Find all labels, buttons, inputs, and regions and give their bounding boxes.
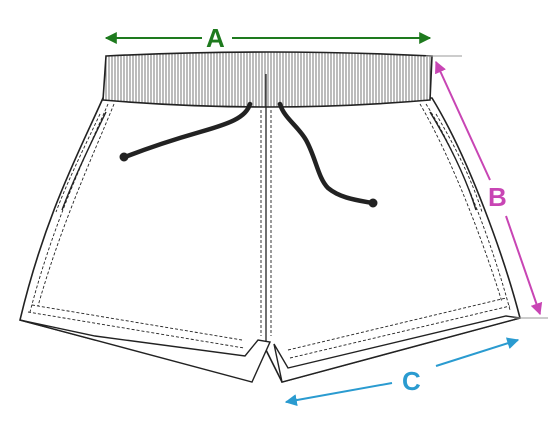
left-hem-stitch-2 xyxy=(31,304,243,341)
right-pocket-stitch xyxy=(435,113,483,213)
right-pocket xyxy=(429,111,477,211)
right-side-stitch-2 xyxy=(419,103,503,303)
shorts-icon xyxy=(19,51,521,383)
measurement-c: C xyxy=(284,337,520,407)
measurement-c-arrow-left xyxy=(284,382,393,407)
measurement-b-arrow-top xyxy=(435,60,491,181)
left-hem-stitch xyxy=(27,311,245,349)
right-hem-stitch-2 xyxy=(287,297,507,351)
measurement-b-arrow-bottom xyxy=(505,215,543,316)
left-pocket xyxy=(61,111,107,211)
drawstring-left xyxy=(122,101,253,160)
measurement-c-label: C xyxy=(402,366,421,396)
left-hem xyxy=(19,319,272,383)
measurement-a: A xyxy=(104,23,432,53)
left-pocket-stitch xyxy=(55,113,101,213)
drawstring-right xyxy=(277,101,375,206)
left-side-stitch-2 xyxy=(37,103,115,307)
drawstring-right-tip xyxy=(368,198,378,208)
measurement-b-label: B xyxy=(488,182,507,212)
drawstring-left-tip xyxy=(119,152,129,162)
right-hem-stitch xyxy=(289,305,511,359)
waistband xyxy=(102,51,433,108)
measurement-b: B xyxy=(426,55,548,319)
measurement-c-arrow-right xyxy=(435,337,520,367)
right-hem xyxy=(273,315,521,383)
left-side-stitch xyxy=(29,103,109,313)
drawstring-icon xyxy=(119,101,378,208)
measurement-a-label: A xyxy=(206,23,225,53)
